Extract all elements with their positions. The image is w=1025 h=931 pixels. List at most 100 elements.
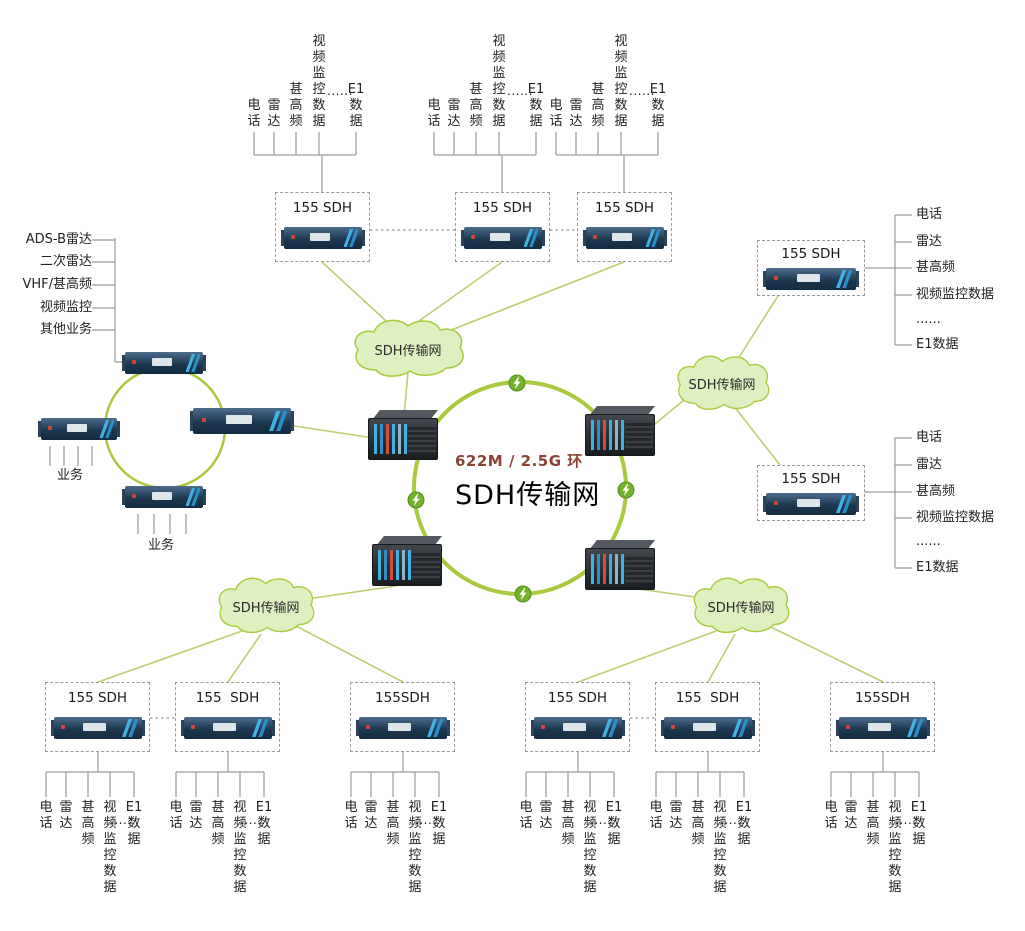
ring-text-group: 622M / 2.5G 环 SDH传输网	[455, 450, 600, 512]
service-label-radar: 雷 达	[569, 98, 583, 129]
service-label-more: ......	[895, 813, 921, 827]
core-node-northwest	[368, 410, 442, 460]
service-label-phone: 电 话	[519, 800, 533, 831]
service-label-more: ......	[916, 534, 941, 549]
access-device-left	[38, 418, 120, 440]
service-label-vhf: 甚 高 频	[591, 82, 605, 129]
core-node-northeast	[585, 406, 659, 456]
service-label-radar: 雷 达	[364, 800, 378, 831]
service-label-vhf: 甚 高 频	[386, 800, 400, 847]
device-name-label: 155 SDH	[472, 200, 533, 216]
sdh-equipment-graphic	[280, 227, 365, 249]
service-label-phone: 电 话	[427, 98, 441, 129]
service-label-vhf: 甚 高 频	[691, 800, 705, 847]
service-label-video: 视频监控数据	[916, 510, 995, 525]
service-label-vhf: 甚 高 频	[469, 82, 483, 129]
service-label-video: 视 频 监 控 数 据	[492, 34, 506, 129]
cloud-label-bottom-right: SDH传输网	[707, 601, 775, 616]
device-name-label: 155SDH	[375, 690, 430, 706]
service-label-video: 视 频 监 控 数 据	[888, 800, 902, 895]
sdh-node-bottom-3: 155SDH	[350, 682, 455, 752]
sdh-node-top-3: 155 SDH	[577, 192, 672, 262]
cloud-label-right: SDH传输网	[688, 378, 756, 393]
service-label-vhf: 甚高频	[916, 484, 956, 499]
sdh-node-bottom-6: 155SDH	[830, 682, 935, 752]
left-service-label: VHF/甚高频	[22, 277, 92, 292]
left-service-label: 二次雷达	[39, 254, 92, 269]
ring-bandwidth-caption: 622M / 2.5G 环	[455, 452, 583, 470]
left-service-label: 其他业务	[39, 322, 92, 337]
service-label-radar: 雷 达	[59, 800, 73, 831]
biz-label: 业务	[148, 538, 175, 553]
service-label-vhf: 甚 高 频	[561, 800, 575, 847]
service-label-phone: 电话	[916, 207, 943, 222]
service-label-more: ......	[415, 813, 441, 827]
sdh-equipment-graphic	[763, 268, 859, 290]
sdh-node-top-1: 155 SDH	[275, 192, 370, 262]
service-label-radar: 雷 达	[539, 800, 553, 831]
device-name-label: 155 SDH	[675, 690, 740, 706]
service-label-phone: 电 话	[649, 800, 663, 831]
service-label-video: 视 频 监 控 数 据	[233, 800, 247, 895]
ring-title: SDH传输网	[455, 480, 601, 511]
lightning-icon-bottom	[514, 585, 532, 603]
device-name-label: 155 SDH	[67, 690, 128, 706]
service-label-phone: 电 话	[549, 98, 563, 129]
service-label-video: 视 频 监 控 数 据	[103, 800, 117, 895]
sdh-equipment-graphic	[355, 717, 450, 739]
service-label-e1: E1 数 据	[649, 82, 667, 129]
service-label-phone: 电 话	[344, 800, 358, 831]
left-service-label: ADS-B雷达	[25, 232, 92, 247]
left-service-label: 视频监控	[39, 300, 92, 315]
service-label-video: 视 频 监 控 数 据	[614, 34, 628, 129]
sdh-equipment-graphic	[835, 717, 930, 739]
service-label-vhf: 甚 高 频	[211, 800, 225, 847]
sdh-equipment-graphic	[180, 717, 275, 739]
service-label-video: 视 频 监 控 数 据	[713, 800, 727, 895]
service-label-video: 视 频 监 控 数 据	[408, 800, 422, 895]
service-label-e1: E1 数 据	[910, 800, 928, 847]
sdh-equipment-graphic	[460, 227, 545, 249]
service-label-radar: 雷 达	[267, 98, 281, 129]
service-label-phone: 电 话	[247, 98, 261, 129]
device-name-label: 155 SDH	[781, 471, 841, 487]
device-name-label: 155 SDH	[195, 690, 260, 706]
service-label-e1: E1数据	[916, 560, 959, 575]
sdh-node-top-2: 155 SDH	[455, 192, 550, 262]
access-device-right	[190, 408, 294, 434]
core-node-southwest	[372, 536, 446, 586]
access-device-bottom	[122, 486, 206, 508]
service-label-more: ......	[629, 84, 655, 98]
service-label-e1: E1 数 据	[255, 800, 273, 847]
service-label-e1: E1 数 据	[125, 800, 143, 847]
device-name-label: 155 SDH	[292, 200, 353, 216]
service-label-e1: E1数据	[916, 337, 959, 352]
sdh-node-bottom-2: 155 SDH	[175, 682, 280, 752]
sdh-equipment-graphic	[582, 227, 667, 249]
service-label-video: 视 频 监 控 数 据	[312, 34, 326, 129]
service-label-radar: 雷 达	[189, 800, 203, 831]
core-node-southeast	[585, 540, 659, 590]
service-label-more: ......	[507, 84, 533, 98]
service-label-vhf: 甚 高 频	[289, 82, 303, 129]
biz-label: 业务	[57, 468, 84, 483]
service-label-e1: E1 数 据	[527, 82, 545, 129]
sdh-node-bottom-1: 155 SDH	[45, 682, 150, 752]
service-label-video: 视 频 监 控 数 据	[583, 800, 597, 895]
service-label-vhf: 甚 高 频	[81, 800, 95, 847]
device-name-label: 155 SDH	[781, 246, 841, 262]
service-label-radar: 雷达	[916, 234, 943, 249]
service-label-radar: 雷 达	[844, 800, 858, 831]
service-label-e1: E1 数 据	[605, 800, 623, 847]
service-label-radar: 雷达	[916, 457, 943, 472]
device-name-label: 155 SDH	[547, 690, 608, 706]
inter-node-dashed-links	[150, 229, 655, 719]
sdh-equipment-graphic	[530, 717, 625, 739]
service-label-phone: 电 话	[39, 800, 53, 831]
service-label-e1: E1 数 据	[430, 800, 448, 847]
service-label-e1: E1 数 据	[735, 800, 753, 847]
service-label-vhf: 甚高频	[916, 260, 956, 275]
device-name-label: 155SDH	[855, 690, 910, 706]
sdh-equipment-graphic	[660, 717, 755, 739]
